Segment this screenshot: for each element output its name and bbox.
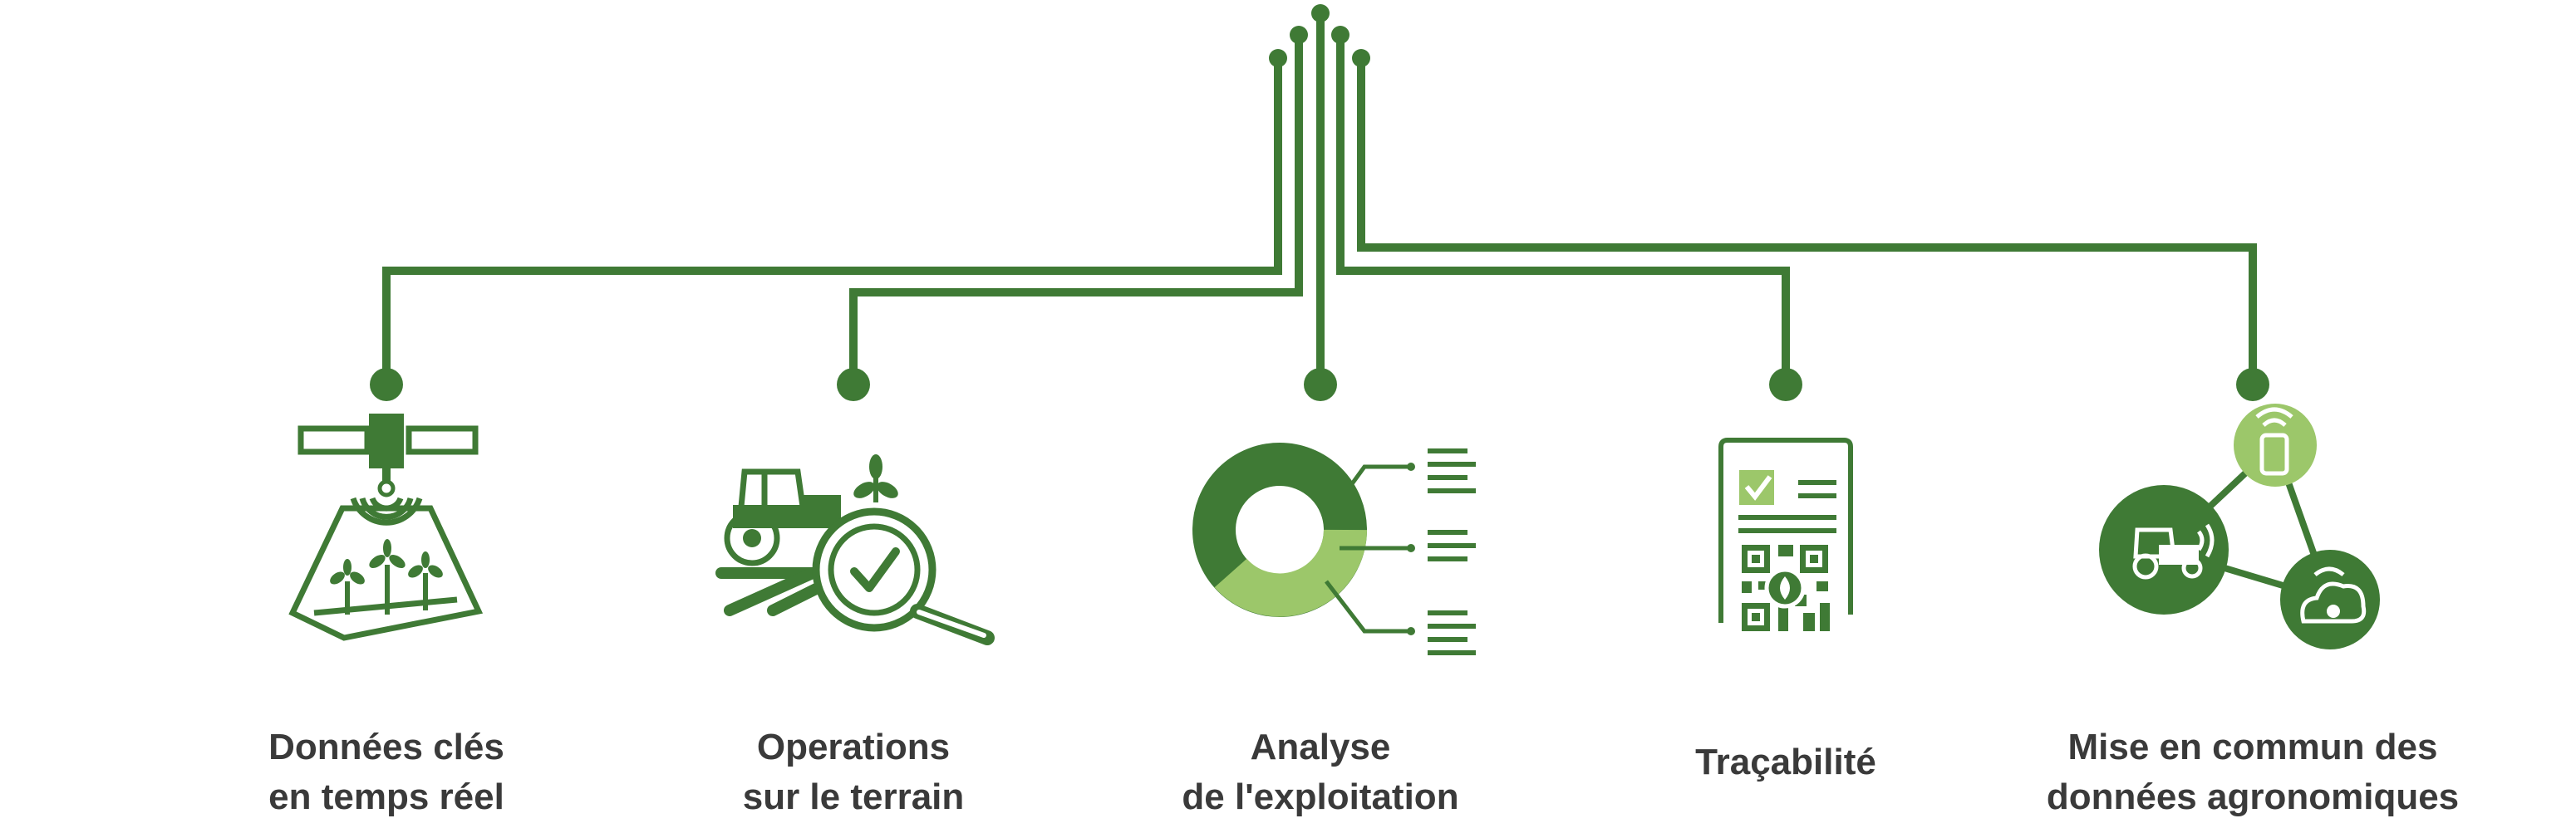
label-line: de l'exploitation bbox=[1182, 777, 1459, 817]
hub-node bbox=[1269, 49, 1287, 67]
hub-node bbox=[1311, 4, 1330, 22]
label-line: sur le terrain bbox=[742, 777, 965, 817]
satellite-field-icon bbox=[288, 414, 484, 641]
label-farm-analysis: Analyse de l'exploitation bbox=[1104, 723, 1536, 822]
label-line: Operations bbox=[756, 727, 951, 767]
connector-line-4 bbox=[1336, 35, 1790, 382]
label-line: Analyse bbox=[1250, 727, 1391, 767]
donut-chart-icon bbox=[1192, 443, 1476, 655]
endpoint-node bbox=[837, 368, 870, 401]
label-line: Traçabilité bbox=[1695, 742, 1876, 782]
label-traceability: Traçabilité bbox=[1570, 737, 2002, 787]
endpoint-node bbox=[1304, 368, 1337, 401]
connector-line-5 bbox=[1357, 58, 2257, 382]
endpoint-node bbox=[370, 368, 403, 401]
tractor-inspection-icon bbox=[715, 454, 995, 645]
hub-node bbox=[1331, 26, 1349, 44]
connector-tree bbox=[382, 15, 2257, 384]
connector-nodes bbox=[370, 4, 2269, 401]
label-data-sharing: Mise en commun des données agronomiques bbox=[2037, 723, 2469, 822]
label-line: données agronomiques bbox=[2046, 777, 2460, 817]
connected-network-icon bbox=[2099, 404, 2380, 649]
label-line: en temps réel bbox=[268, 777, 504, 817]
label-field-operations: Operations sur le terrain bbox=[637, 723, 1069, 822]
qr-document-icon bbox=[1718, 438, 1853, 631]
label-line: Données clés bbox=[268, 727, 504, 767]
label-realtime-data: Données clés en temps réel bbox=[170, 723, 602, 822]
connector-line-1 bbox=[382, 58, 1282, 382]
hub-node bbox=[1352, 49, 1370, 67]
connector-line-2 bbox=[849, 35, 1303, 384]
endpoint-node bbox=[1769, 368, 1802, 401]
hub-node bbox=[1290, 26, 1308, 44]
endpoint-node bbox=[2236, 368, 2269, 401]
label-line: Mise en commun des bbox=[2067, 727, 2438, 767]
